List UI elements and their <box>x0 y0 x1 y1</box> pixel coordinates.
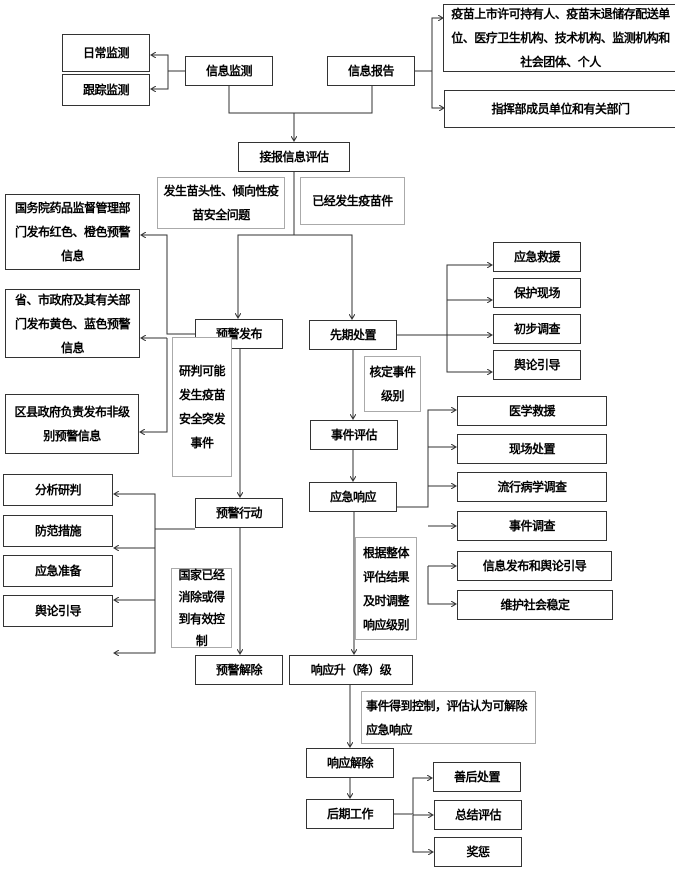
report-target-2: 指挥部成员单位和有关部门 <box>444 90 675 128</box>
after-work-box: 后期工作 <box>306 799 394 829</box>
emergency-item: 维护社会稳定 <box>457 590 613 620</box>
info-monitoring-box: 信息监测 <box>185 56 273 86</box>
after-item: 善后处置 <box>433 762 521 792</box>
emergency-item: 信息发布和舆论引导 <box>457 551 612 581</box>
warning-action-item: 防范措施 <box>3 515 113 547</box>
event-assessment-box: 事件评估 <box>310 420 398 450</box>
note-level: 核定事件级别 <box>364 356 421 412</box>
warning-nonlevel: 区县政府负责发布非级别预警信息 <box>5 394 139 454</box>
initial-item: 保护现场 <box>493 278 581 308</box>
emergency-item: 现场处置 <box>457 434 607 464</box>
warning-issue-box: 预警发布 <box>195 319 283 349</box>
emergency-item: 流行病学调查 <box>457 472 607 502</box>
emergency-item: 医学救援 <box>457 396 607 426</box>
info-report-box: 信息报告 <box>327 56 415 86</box>
warning-action-item: 应急准备 <box>3 555 113 587</box>
daily-monitoring-box: 日常监测 <box>62 34 150 72</box>
info-assessment-box: 接报信息评估 <box>238 142 350 172</box>
after-item: 总结评估 <box>434 800 522 830</box>
warning-yellow-blue: 省、市政府及其有关部门发布黄色、蓝色预警信息 <box>5 289 140 358</box>
report-target-1: 疫苗上市许可持有人、疫苗末退储存配送单位、医疗卫生机构、技术机构、监测机构和社会… <box>443 4 675 72</box>
emergency-response-box: 应急响应 <box>309 482 397 512</box>
initial-item: 应急救援 <box>493 242 581 272</box>
note-tendency: 发生苗头性、倾向性疫苗安全问题 <box>157 177 285 229</box>
warning-action-item: 舆论引导 <box>3 595 113 627</box>
initial-handling-box: 先期处置 <box>309 320 397 350</box>
warning-lift-box: 预警解除 <box>195 655 283 685</box>
initial-item: 舆论引导 <box>493 350 581 380</box>
initial-item: 初步调查 <box>493 314 581 344</box>
response-end-box: 响应解除 <box>306 748 394 778</box>
tracking-monitoring-box: 跟踪监测 <box>62 74 150 106</box>
note-adjust: 根据整体评估结果及时调整响应级别 <box>355 537 417 640</box>
warning-action-box: 预警行动 <box>195 498 283 528</box>
emergency-item: 事件调查 <box>457 511 607 541</box>
note-judge: 研判可能发生疫苗安全突发事件 <box>172 337 232 477</box>
note-occurred: 已经发生疫苗件 <box>300 177 405 225</box>
note-lift: 国家已经消除或得到有效控制 <box>171 568 232 648</box>
warning-action-item: 分析研判 <box>3 474 113 506</box>
note-end: 事件得到控制，评估认为可解除应急响应 <box>361 691 536 744</box>
level-change-box: 响应升（降）级 <box>289 655 413 685</box>
warning-red-orange: 国务院药品监督管理部门发布红色、橙色预警信息 <box>5 194 140 270</box>
after-item: 奖惩 <box>434 837 522 867</box>
